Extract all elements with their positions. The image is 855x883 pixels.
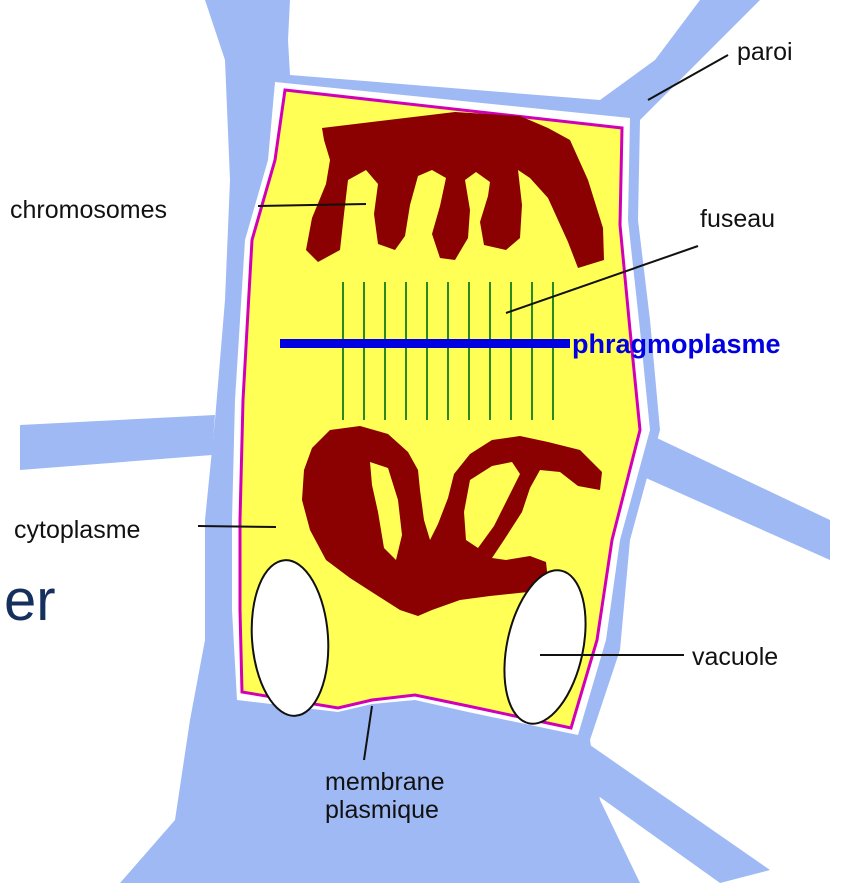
wall-right-branch (628, 430, 830, 560)
label-vacuole: vacuole (692, 643, 778, 671)
label-membrane-line2: plasmique (325, 796, 439, 824)
wall-bottom-left-branch (120, 820, 175, 883)
wall-left-branch (20, 415, 215, 470)
label-membrane-line1: membrane (325, 768, 445, 796)
label-phragmoplasme: phragmoplasme (572, 329, 781, 359)
label-cytoplasme: cytoplasme (14, 516, 140, 544)
phragmoplast-bar (280, 339, 570, 348)
label-fuseau: fuseau (700, 205, 775, 233)
label-chromosomes: chromosomes (10, 196, 167, 224)
label-paroi: paroi (737, 38, 793, 66)
leader-cytoplasme (198, 526, 276, 527)
background-slide-text: er (4, 568, 56, 633)
